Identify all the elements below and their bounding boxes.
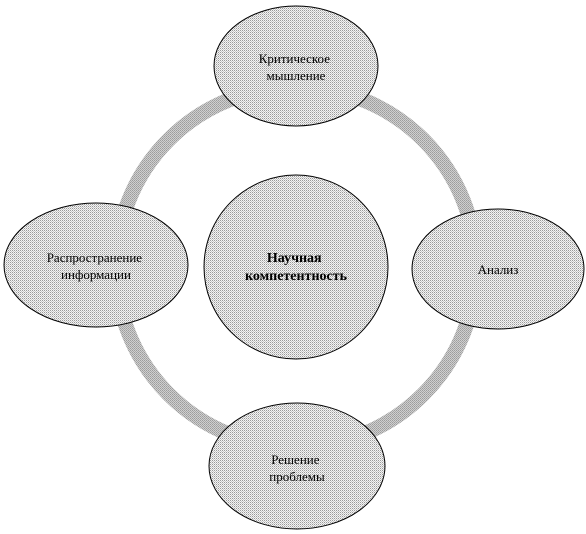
node-problem-solving: Решение проблемы [208,402,386,530]
center-label: Научная компетентность [245,251,348,284]
node-information-dissemination-label: Распространение информации [47,250,146,282]
node-analysis: Анализ [411,208,585,330]
node-critical-thinking-line-2: мышление [267,68,326,83]
node-critical-thinking: Критическое мышление [213,5,379,127]
center-label-line-2: компетентность [245,269,348,284]
node-critical-thinking-label: Критическое мышление [259,51,334,83]
center-node: Научная компетентность [203,174,389,360]
center-label-line-1: Научная [267,251,322,266]
node-problem-solving-label: Решение проблемы [269,452,325,484]
node-information-dissemination-line-2: информации [61,267,131,282]
node-analysis-line-1: Анализ [478,262,519,277]
node-problem-solving-line-2: проблемы [269,469,325,484]
node-information-dissemination: Распространение информации [3,202,189,328]
node-analysis-label: Анализ [478,262,519,277]
node-problem-solving-line-1: Решение [271,452,320,467]
node-critical-thinking-line-1: Критическое [259,51,330,66]
node-information-dissemination-line-1: Распространение [47,250,143,265]
